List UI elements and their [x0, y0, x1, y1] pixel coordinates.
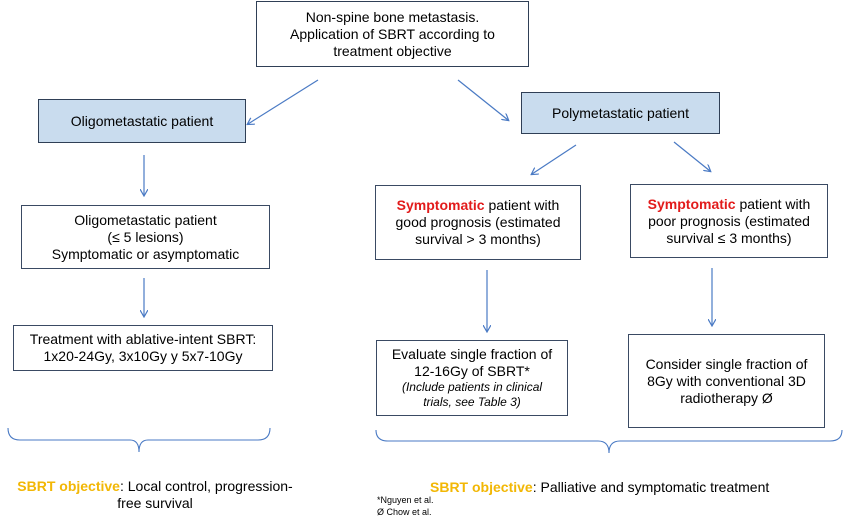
- oligo-objective: SBRT objective: Local control, progressi…: [10, 478, 300, 512]
- oligo-objective-label: SBRT objective: [17, 478, 120, 494]
- brace-poly: [375, 429, 843, 454]
- top-box-line-2: Application of SBRT according to: [290, 25, 495, 42]
- poly-good-line-3: survival > 3 months): [415, 231, 541, 247]
- poly-good-treatment-line-2: 12-16Gy of SBRT*: [414, 363, 530, 379]
- poly-good-rest: patient with: [484, 197, 560, 213]
- poly-poor-line-3: survival ≤ 3 months): [666, 229, 792, 246]
- poly-header-box: Polymetastatic patient: [521, 92, 720, 134]
- poly-objective-label: SBRT objective: [430, 479, 533, 495]
- oligo-objective-text-1: : Local control, progression-: [119, 478, 293, 494]
- poly-poor-line-2: poor prognosis (estimated: [648, 212, 810, 229]
- brace-oligo: [7, 427, 271, 453]
- poly-poor-box: Symptomatic patient with poor prognosis …: [630, 184, 828, 258]
- oligo-criteria-box: Oligometastatic patient (≤ 5 lesions) Sy…: [21, 205, 270, 269]
- poly-header-label: Polymetastatic patient: [552, 104, 689, 121]
- footnote-2: Ø Chow et al.: [377, 507, 432, 517]
- poly-objective: SBRT objective: Palliative and symptomat…: [430, 479, 800, 496]
- top-box-line-1: Non-spine bone metastasis.: [305, 8, 480, 25]
- poly-poor-rest: patient with: [735, 195, 811, 212]
- poly-poor-highlight: Symptomatic: [647, 195, 736, 212]
- arrow-top-to-poly: [457, 79, 508, 120]
- poly-good-treatment-italic-1: (Include patients in clinical: [401, 380, 543, 394]
- footnote-1: *Nguyen et al.: [377, 495, 434, 505]
- arrow-top-to-oligo: [248, 79, 319, 124]
- oligo-criteria-line-2: (≤ 5 lesions): [107, 228, 184, 245]
- poly-good-treatment-italic-2: trials, see Table 3): [423, 395, 521, 409]
- oligo-header-box: Oligometastatic patient: [38, 99, 246, 143]
- oligo-objective-text-2: free survival: [117, 495, 193, 511]
- oligo-header-label: Oligometastatic patient: [70, 112, 214, 129]
- poly-good-treatment-line-1: Evaluate single fraction of: [391, 346, 553, 362]
- arrow-poly-to-good: [532, 144, 577, 174]
- oligo-treatment-line-1: Treatment with ablative-intent SBRT:: [29, 331, 257, 347]
- poly-poor-treatment-line-1: Consider single fraction of: [645, 355, 808, 372]
- oligo-treatment-line-2: 1x20-24Gy, 3x10Gy y 5x7-10Gy: [43, 348, 243, 364]
- poly-poor-treatment-box: Consider single fraction of 8Gy with con…: [628, 334, 825, 428]
- poly-good-line-2: good prognosis (estimated: [395, 214, 561, 230]
- poly-poor-treatment-line-2: 8Gy with conventional 3D: [647, 372, 806, 389]
- poly-objective-text: : Palliative and symptomatic treatment: [532, 479, 770, 495]
- top-box: Non-spine bone metastasis. Application o…: [256, 1, 529, 67]
- poly-poor-treatment-line-3: radiotherapy Ø: [680, 389, 773, 406]
- poly-good-highlight: Symptomatic: [396, 197, 485, 213]
- oligo-treatment-box: Treatment with ablative-intent SBRT: 1x2…: [13, 325, 273, 371]
- poly-good-box: Symptomatic patient with good prognosis …: [375, 185, 581, 260]
- top-box-line-3: treatment objective: [333, 42, 452, 59]
- oligo-criteria-line-3: Symptomatic or asymptomatic: [51, 245, 240, 262]
- oligo-criteria-line-1: Oligometastatic patient: [74, 211, 217, 228]
- arrow-poly-to-poor: [673, 141, 710, 171]
- poly-good-treatment-box: Evaluate single fraction of 12-16Gy of S…: [376, 340, 568, 416]
